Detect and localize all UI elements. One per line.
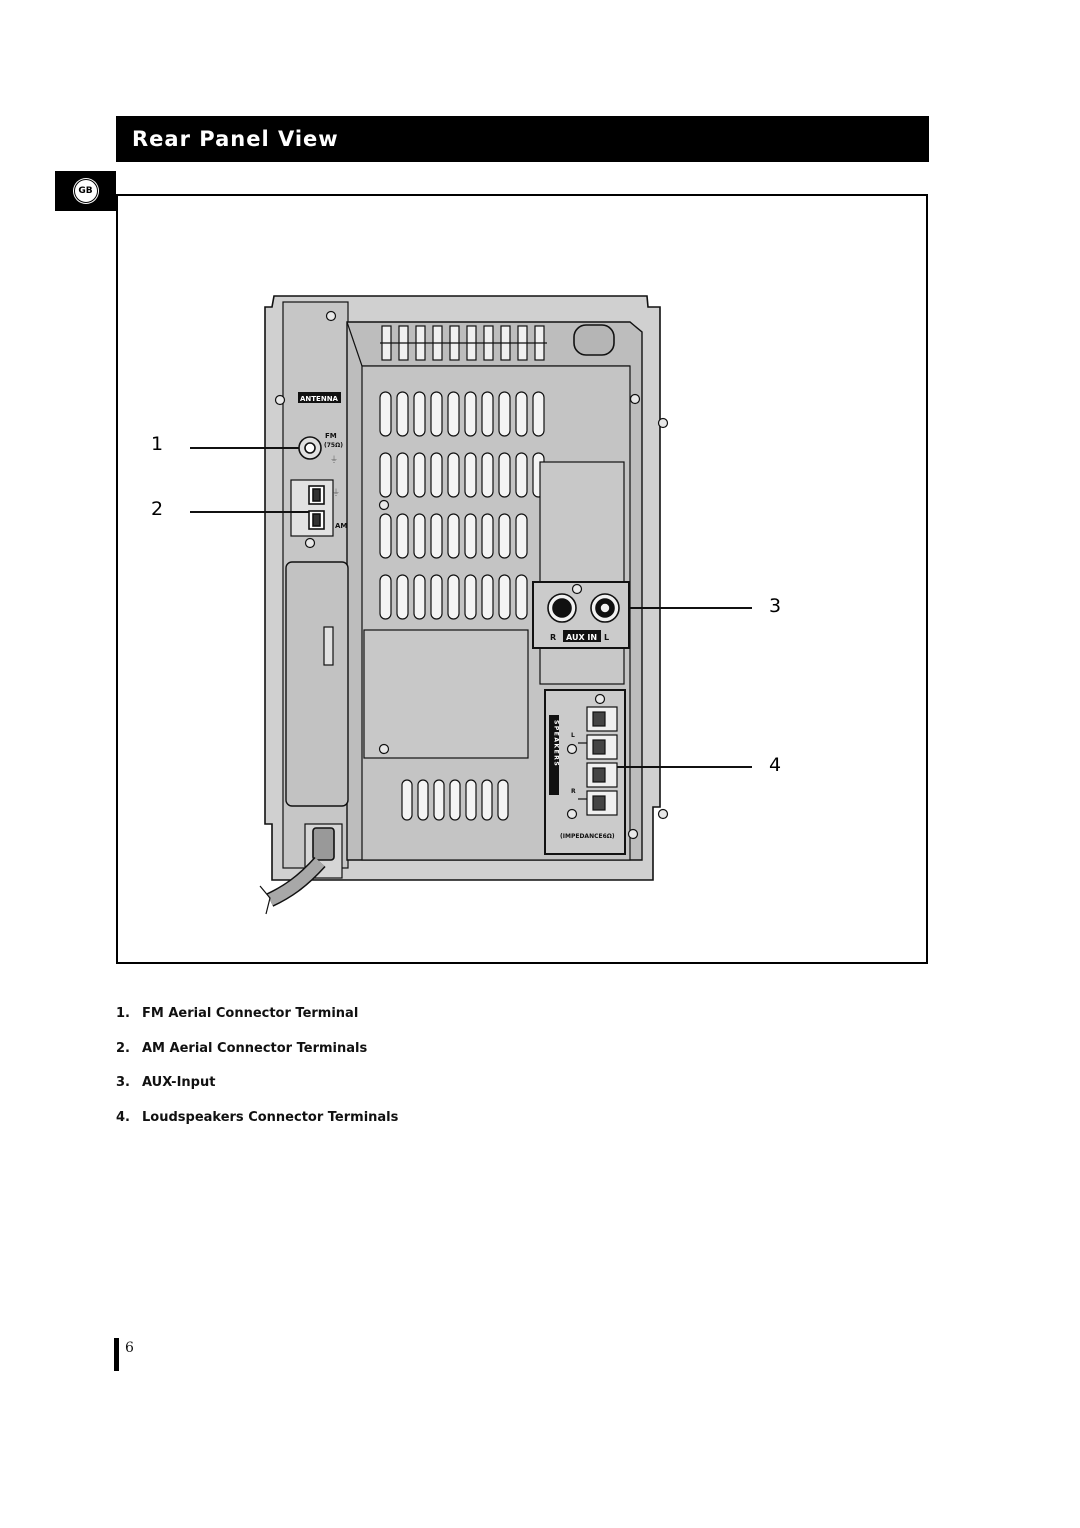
page-marker (114, 1338, 119, 1371)
page-title: Rear Panel View (132, 127, 339, 151)
fm-impedance-label: (75Ω) (324, 442, 343, 449)
legend-number: 3. (116, 1075, 130, 1090)
ground-icon: ⏚ ⏚ (330, 455, 340, 497)
callout-3: 3 (769, 595, 782, 617)
list-item: 1. FM Aerial Connector Terminal (116, 1006, 398, 1041)
speakers-label: SPEAKERS (553, 720, 560, 767)
legend-number: 2. (116, 1040, 130, 1056)
list-item: 3. AUX-Input (116, 1075, 398, 1110)
rear-panel-illustration: ANTENNA FM (75Ω) AM R AUX IN L SPEAKERS … (190, 295, 752, 915)
page-number: 6 (125, 1340, 134, 1356)
list-item: 2. AM Aerial Connector Terminals (116, 1041, 398, 1076)
legend-number: 4. (116, 1109, 130, 1125)
list-item: 4. Loudspeakers Connector Terminals (116, 1110, 398, 1145)
callout-2: 2 (151, 498, 164, 520)
legend-label: AM Aerial Connector Terminals (142, 1040, 368, 1056)
screw-icon (274, 310, 669, 840)
svg-text:⏚: ⏚ (330, 455, 338, 464)
svg-text:⏚: ⏚ (332, 488, 340, 497)
am-label: AM (335, 522, 347, 530)
legend-number: 1. (116, 1006, 130, 1021)
callout-4: 4 (769, 754, 782, 776)
speaker-r-label: R (571, 788, 576, 795)
impedance-label: (IMPEDANCE6Ω) (560, 833, 615, 840)
language-badge: GB (73, 179, 98, 203)
language-tab: GB (55, 171, 116, 211)
component-legend: 1. FM Aerial Connector Terminal 2. AM Ae… (116, 1006, 398, 1144)
speaker-l-label: L (571, 732, 575, 739)
fm-label: FM (325, 432, 337, 440)
section-title-bar: Rear Panel View (116, 116, 929, 162)
legend-label: FM Aerial Connector Terminal (142, 1006, 359, 1021)
rear-panel-figure: ANTENNA FM (75Ω) AM R AUX IN L SPEAKERS … (116, 194, 928, 964)
legend-label: Loudspeakers Connector Terminals (142, 1109, 399, 1125)
antenna-label: ANTENNA (300, 395, 339, 403)
legend-label: AUX-Input (142, 1075, 216, 1090)
aux-in-label: AUX IN (566, 633, 597, 642)
aux-r-label: R (550, 633, 556, 642)
callout-1: 1 (151, 433, 164, 455)
aux-l-label: L (604, 633, 609, 642)
